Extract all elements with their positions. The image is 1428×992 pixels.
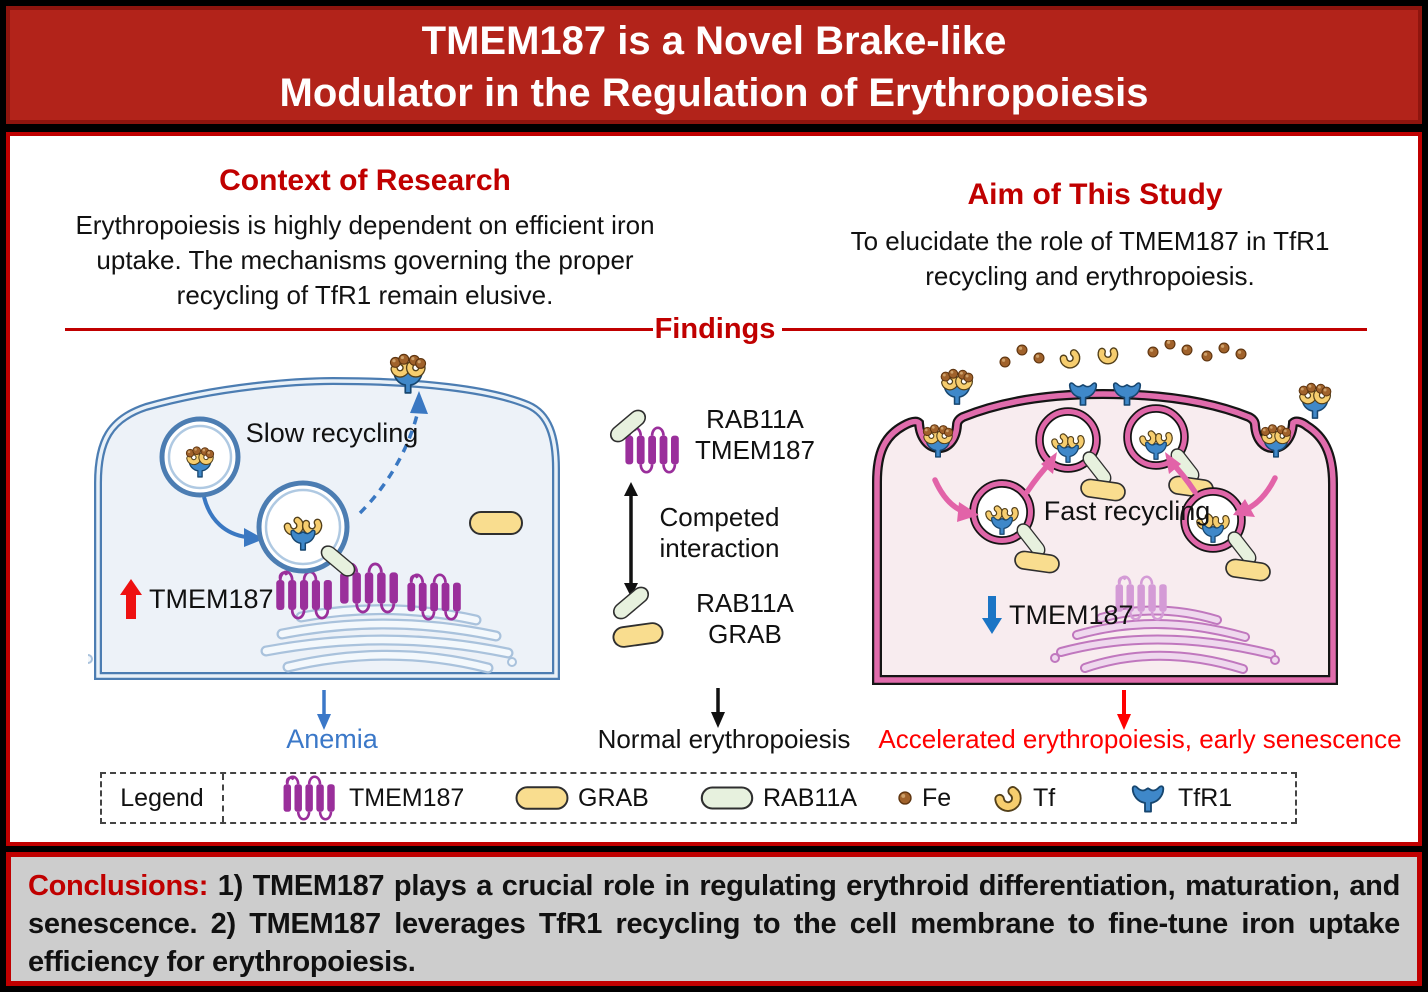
legend-item-tfr1: TfR1	[1127, 774, 1232, 822]
competed-interaction-arrow-icon	[624, 482, 638, 597]
slow-recycling-dashed-arrow	[358, 391, 428, 515]
down-arrow-red-icon	[1117, 690, 1131, 730]
legend-label: RAB11A	[763, 783, 858, 812]
tmem187-down-row: TMEM187	[982, 596, 1134, 634]
grab-pill-icon	[515, 786, 569, 810]
tfr1-complex-loaded	[941, 369, 973, 404]
findings-heading: Findings	[654, 313, 776, 345]
competed-interaction-label: Competed interaction	[659, 502, 780, 563]
complex2-line1: RAB11A	[696, 588, 794, 618]
fe-icon	[898, 791, 912, 805]
endocytosis-arrow	[202, 496, 264, 547]
findings-divider-right	[782, 328, 1367, 331]
rab11a-pill-icon	[700, 786, 754, 810]
grab-pill-icon	[469, 511, 523, 535]
legend-item-rab11a: RAB11A	[700, 774, 857, 822]
title-line-1: TMEM187 is a Novel Brake-like	[421, 19, 1007, 63]
legend-item-tf: Tf	[992, 774, 1055, 822]
anemia-label: Anemia	[286, 724, 378, 754]
legend-label: Tf	[1033, 783, 1056, 812]
main-panel: Context of Research Erythropoiesis is hi…	[6, 132, 1422, 846]
tf-icon	[992, 782, 1024, 814]
conclusions-body: 1) TMEM187 plays a crucial role in regul…	[28, 870, 1400, 978]
golgi-apparatus-blue	[88, 604, 517, 674]
rab11a-grab-labels: RAB11A GRAB	[665, 588, 825, 650]
legend-label: GRAB	[578, 783, 649, 812]
legend-title: Legend	[102, 774, 224, 822]
free-fe-tf-particles	[999, 340, 1247, 367]
conclusions-text: Conclusions: 1) TMEM187 plays a crucial …	[28, 867, 1400, 981]
legend-label: TfR1	[1178, 783, 1233, 812]
tfr1-complex-loaded	[1299, 383, 1331, 418]
down-arrow-blue-icon	[317, 690, 331, 730]
up-arrow-red-icon	[120, 579, 142, 619]
title-bar: TMEM187 is a Novel Brake-like Modulator …	[6, 6, 1422, 124]
tmem187-up-row: TMEM187	[120, 579, 274, 619]
legend-item-tmem187: TMEM187	[280, 774, 464, 822]
down-arrow-blue-block-icon	[982, 596, 1002, 634]
legend-item-grab: GRAB	[515, 774, 649, 822]
fast-recycling-arrows	[932, 452, 1278, 522]
findings-divider-left	[65, 328, 653, 331]
tmem187-down-label: TMEM187	[1009, 599, 1134, 630]
legend-item-fe: Fe	[897, 774, 951, 822]
context-body: Erythropoiesis is highly dependent on ef…	[75, 210, 655, 310]
complex1-line2: TMEM187	[695, 435, 815, 465]
title-line-2: Modulator in the Regulation of Erythropo…	[279, 71, 1149, 115]
rab11a-tmem187-labels: RAB11A TMEM187	[665, 404, 845, 466]
slow-recycling-cell-illustration	[88, 345, 560, 680]
down-arrow-black-icon	[711, 688, 725, 728]
legend-label: Fe	[922, 783, 952, 812]
conclusions-box: Conclusions: 1) TMEM187 plays a crucial …	[6, 852, 1422, 986]
aim-heading: Aim of This Study	[967, 178, 1223, 211]
endosome-vesicle	[159, 416, 241, 498]
tfr1-icon	[1131, 785, 1165, 813]
accelerated-erythropoiesis-label: Accelerated erythropoiesis, early senesc…	[878, 724, 1402, 754]
context-heading: Context of Research	[219, 164, 511, 197]
complex2-line2: GRAB	[708, 619, 782, 649]
conclusions-label: Conclusions:	[28, 870, 209, 902]
aim-body: To elucidate the role of TMEM187 in TfR1…	[850, 226, 1330, 291]
fast-recycling-label: Fast recycling	[1043, 496, 1211, 526]
legend-label: TMEM187	[349, 783, 465, 812]
recycling-endosome	[256, 480, 359, 580]
slow-recycling-label: Slow recycling	[245, 418, 419, 448]
golgi-apparatus-pink	[1050, 605, 1280, 674]
legend-box: Legend TMEM187 GRAB RAB11A Fe Tf	[100, 772, 1297, 824]
tmem187-up-label: TMEM187	[149, 583, 274, 614]
complex1-line1: RAB11A	[706, 404, 804, 434]
tmem187-icon	[282, 775, 336, 821]
normal-erythropoiesis-label: Normal erythropoiesis	[597, 724, 851, 754]
